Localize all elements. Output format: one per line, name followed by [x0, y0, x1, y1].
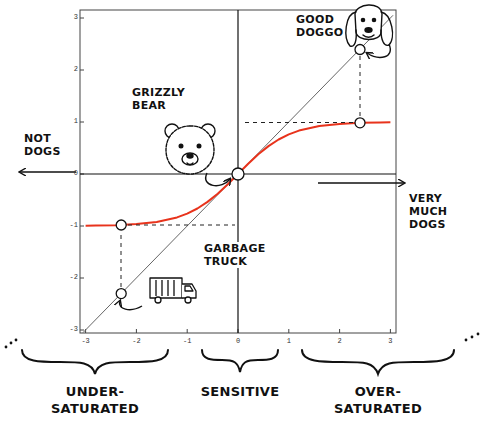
truck-doodle [150, 278, 196, 303]
range-braces [202, 350, 278, 372]
tick-label: 0 [62, 170, 78, 177]
truck-doodle [185, 286, 193, 291]
tick-label: -1 [177, 338, 197, 345]
sample-points [355, 118, 365, 128]
region-label: OVER-SATURATED [328, 384, 428, 418]
identity-line [83, 15, 393, 332]
dog-doodle [365, 28, 372, 32]
projection-guides [128, 225, 235, 226]
range-braces [22, 350, 454, 374]
continuation-dots [465, 339, 468, 342]
bear-doodle [165, 124, 215, 174]
tick-label: -3 [62, 326, 78, 333]
bear-doodle [187, 163, 193, 165]
truck-doodle [150, 278, 182, 298]
bear-doodle [179, 144, 183, 148]
tick-label: 0 [228, 338, 248, 345]
dog-doodle [361, 18, 364, 21]
tick-label: 3 [380, 338, 400, 345]
tick-label: -3 [76, 338, 96, 345]
continuation-dots [10, 342, 13, 345]
dog-doodle [381, 12, 392, 45]
pointer-arrows [318, 182, 404, 183]
bear-doodle [182, 153, 198, 165]
truck-doodle [155, 297, 161, 303]
range-braces [22, 350, 168, 374]
axes [80, 10, 396, 333]
sample-points [116, 289, 126, 299]
sample-points [116, 45, 365, 299]
region-label: SENSITIVE [195, 384, 285, 401]
projection-guides [121, 232, 122, 287]
sample-points [355, 45, 365, 55]
sigmoid-curve [86, 122, 391, 225]
truck-doodle [182, 284, 196, 298]
region-label: UNDER-SATURATED [45, 384, 145, 418]
dog-doodle [346, 12, 356, 46]
dog-doodle [363, 35, 374, 37]
sample-points [116, 220, 126, 230]
truck-doodle [185, 297, 191, 303]
continuation-dots [477, 333, 480, 336]
range-braces [302, 350, 454, 374]
pointer-arrows [20, 44, 404, 310]
continuation-dots [15, 339, 18, 342]
tick-label: 2 [62, 66, 78, 73]
bear-doodle [166, 126, 214, 174]
dog-doodle [372, 18, 375, 21]
tick-label: 2 [330, 338, 350, 345]
bear-doodle [197, 144, 201, 148]
bear-doodle [187, 154, 193, 158]
tick-label: -2 [62, 274, 78, 281]
tick-label: -2 [126, 338, 146, 345]
projection-guides [360, 56, 361, 116]
dog-doodle [355, 5, 382, 40]
tick-label: 3 [62, 14, 78, 21]
projection-guides [121, 56, 360, 287]
sigmoid-curve [86, 122, 391, 225]
plot-frame [80, 10, 396, 333]
continuation-dots [471, 336, 474, 339]
plot-frame [80, 10, 396, 333]
truck-doodle [156, 280, 174, 296]
annotation-label: GOOD DOGGO [296, 13, 346, 39]
annotation-label: VERY MUCH DOGS [408, 192, 462, 232]
tick-label: 1 [279, 338, 299, 345]
dog-doodle [346, 5, 393, 46]
pointer-arrows [120, 301, 142, 310]
annotation-label: NOT DOGS [24, 132, 72, 158]
projection-guides [241, 122, 353, 123]
annotation-label: GRIZZLY BEAR [132, 86, 196, 112]
pointer-arrows [206, 173, 230, 186]
tick-label: 1 [62, 118, 78, 125]
annotation-label: GARBAGE TRUCK [203, 242, 269, 268]
tick-label: -1 [62, 222, 78, 229]
pointer-arrows [20, 171, 76, 172]
identity-line [83, 15, 393, 332]
continuation-dots [5, 346, 8, 349]
sample-points [232, 168, 244, 180]
continuation-dots [5, 333, 480, 349]
